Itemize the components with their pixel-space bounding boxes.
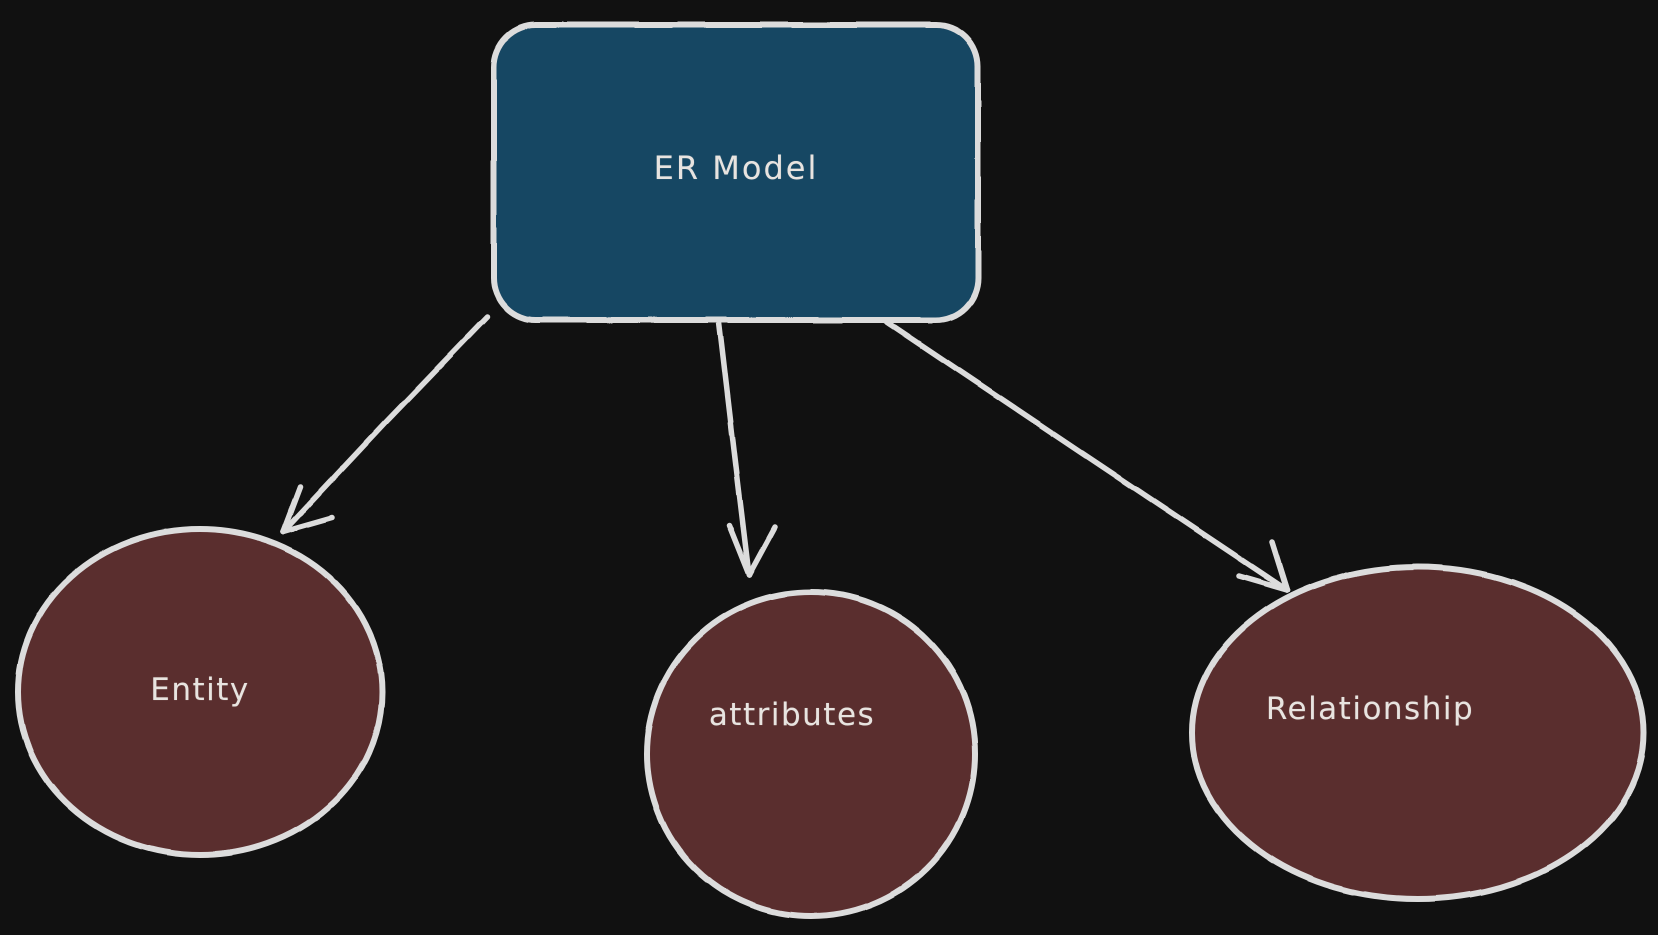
node-entity[interactable] xyxy=(15,526,385,858)
arrowhead-barb-right xyxy=(280,515,335,535)
edge-line xyxy=(881,317,1290,593)
edge-line xyxy=(716,319,752,578)
node-attributes-shape xyxy=(644,589,978,919)
node-relationship-shape xyxy=(1189,564,1647,902)
edge-er-model-to-attributes[interactable] xyxy=(716,319,778,578)
node-relationship[interactable] xyxy=(1189,564,1647,902)
arrowhead-barb-left xyxy=(280,484,303,535)
node-er-model-shape xyxy=(491,22,981,323)
edge-er-model-to-entity[interactable] xyxy=(280,314,490,535)
edge-er-model-to-relationship[interactable] xyxy=(881,317,1290,593)
arrowhead-barb-right xyxy=(746,524,778,578)
edge-line xyxy=(280,314,490,535)
node-attributes[interactable] xyxy=(644,589,978,919)
edges-layer xyxy=(280,314,1290,593)
nodes-layer xyxy=(15,22,1647,919)
arrowhead-barb-left xyxy=(726,522,752,578)
node-er-model[interactable] xyxy=(491,22,981,323)
arrowhead-barb-right xyxy=(1269,539,1290,593)
arrowhead-barb-left xyxy=(1236,573,1290,593)
node-entity-shape xyxy=(15,526,385,858)
